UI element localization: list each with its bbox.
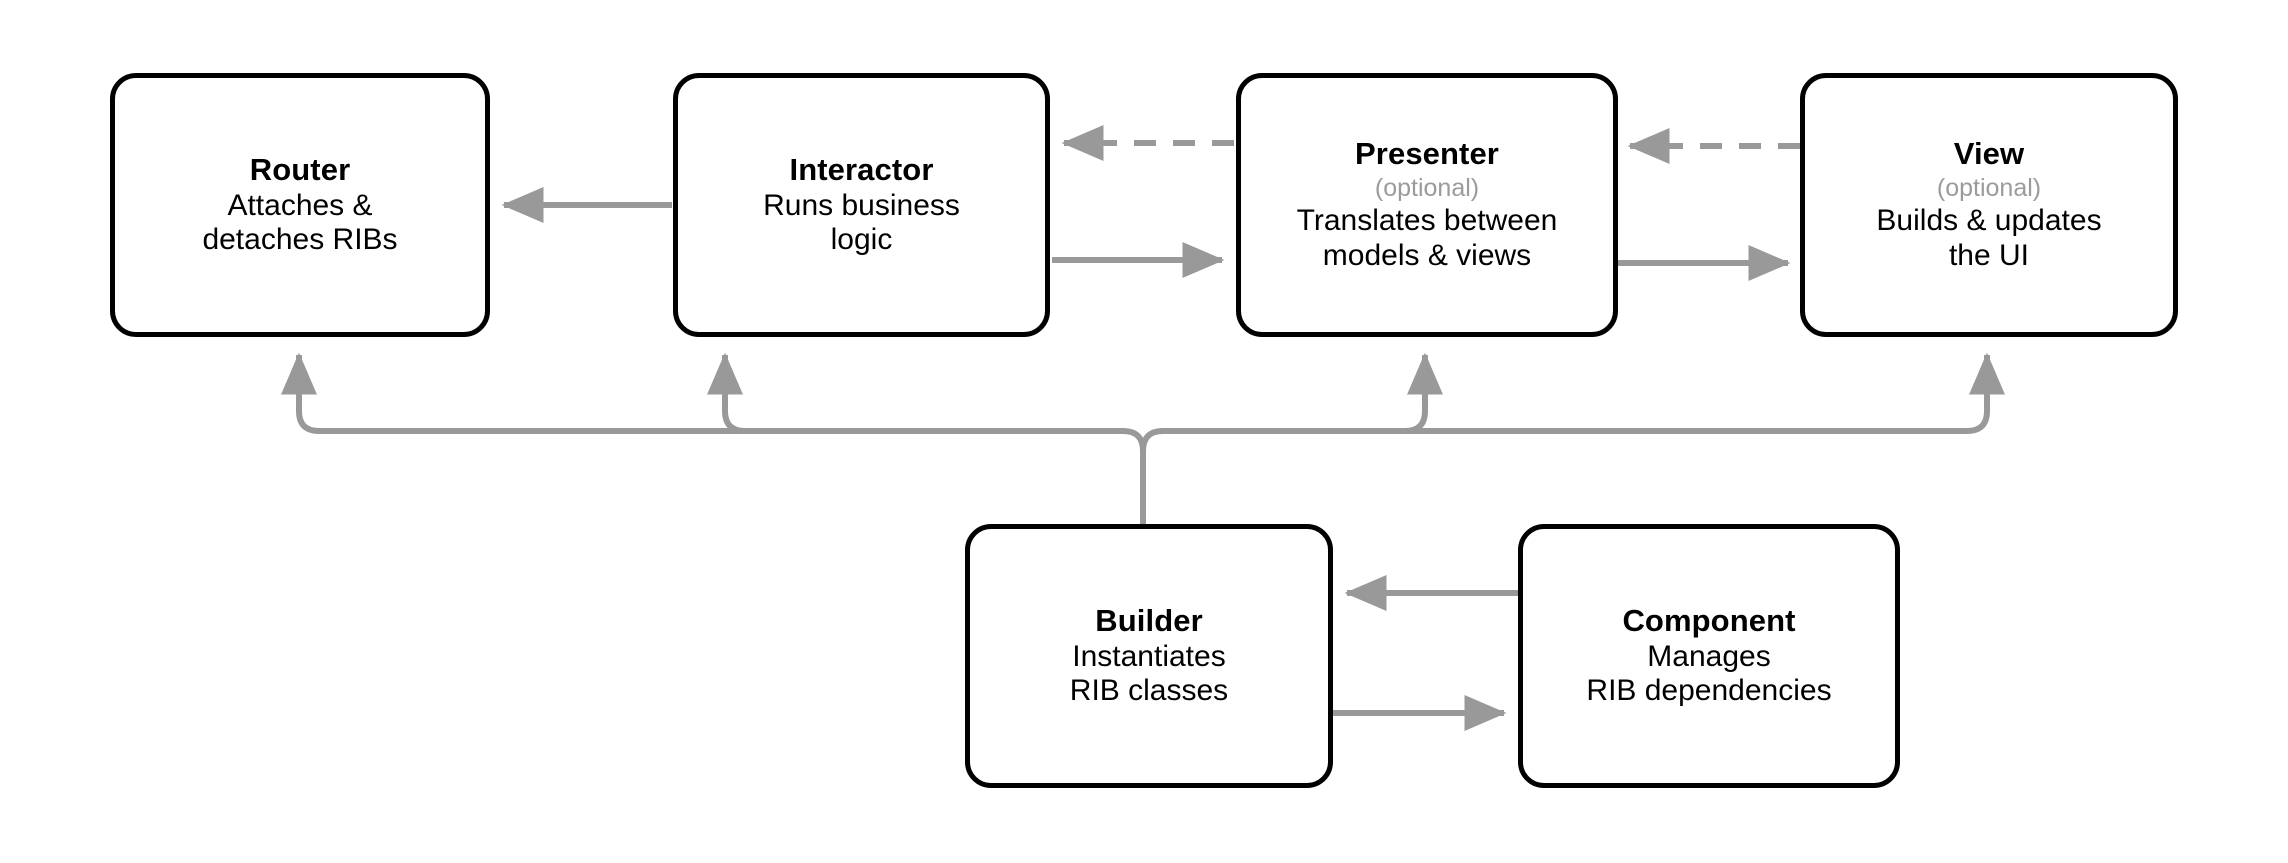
- node-builder-desc-line-1: Instantiates: [1072, 639, 1226, 673]
- node-interactor-description: Runs business logic: [753, 189, 970, 259]
- node-interactor-desc-line-2: logic: [830, 223, 893, 257]
- node-builder-description: Instantiates RIB classes: [1060, 640, 1238, 710]
- node-router[interactable]: Router Attaches & detaches RIBs: [110, 73, 490, 337]
- node-builder[interactable]: Builder Instantiates RIB classes: [965, 524, 1333, 788]
- node-presenter-desc-line-1: Translates between: [1296, 204, 1558, 238]
- node-presenter[interactable]: Presenter (optional) Translates between …: [1236, 73, 1618, 337]
- node-component-desc-line-1: Manages: [1647, 639, 1771, 673]
- node-builder-title: Builder: [1095, 602, 1203, 638]
- node-component-desc-line-2: RIB dependencies: [1586, 674, 1832, 708]
- node-presenter-title: Presenter: [1355, 136, 1499, 172]
- node-builder-desc-line-2: RIB classes: [1069, 674, 1229, 708]
- node-presenter-desc-line-2: models & views: [1322, 238, 1532, 272]
- node-component[interactable]: Component Manages RIB dependencies: [1518, 524, 1900, 788]
- edge-builder-to-router: [281, 352, 1113, 434]
- node-router-desc-line-1: Attaches &: [227, 188, 373, 222]
- node-view-optional-label: (optional): [1936, 174, 2042, 203]
- node-interactor[interactable]: Interactor Runs business logic: [673, 73, 1050, 337]
- node-presenter-optional-label: (optional): [1374, 174, 1480, 203]
- node-interactor-title: Interactor: [789, 151, 934, 187]
- node-presenter-description: Translates between models & views: [1287, 204, 1568, 274]
- node-view-description: Builds & updates the UI: [1866, 204, 2111, 274]
- node-view-desc-line-2: the UI: [1948, 238, 2030, 272]
- edge-builder-to-presenter: [1404, 352, 1443, 434]
- node-component-description: Manages RIB dependencies: [1576, 640, 1841, 710]
- node-router-description: Attaches & detaches RIBs: [192, 189, 407, 259]
- node-router-title: Router: [249, 151, 351, 187]
- node-router-desc-line-2: detaches RIBs: [202, 223, 398, 257]
- node-view-title: View: [1953, 136, 2025, 172]
- edge-builder-to-view: [1173, 352, 2005, 434]
- edge-builder-bus-trunk: [1113, 428, 1173, 524]
- node-view[interactable]: View (optional) Builds & updates the UI: [1800, 73, 2178, 337]
- edge-builder-to-interactor: [707, 352, 746, 434]
- node-interactor-desc-line-1: Runs business: [763, 188, 960, 222]
- node-view-desc-line-1: Builds & updates: [1876, 204, 2102, 238]
- node-component-title: Component: [1622, 602, 1796, 638]
